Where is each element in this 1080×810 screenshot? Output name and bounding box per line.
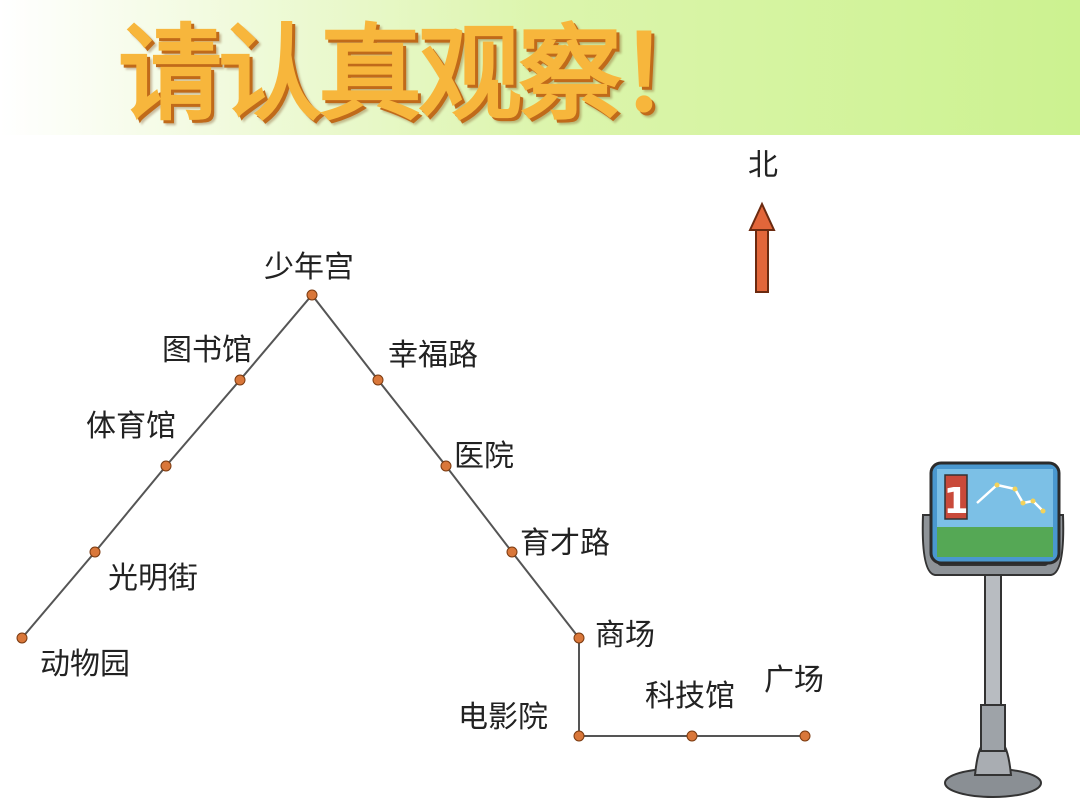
stop-dot — [234, 374, 246, 386]
route-line — [21, 293, 805, 737]
sign-route-number: 1 — [943, 481, 968, 522]
bus-stop-sign-icon: 1 — [921, 461, 1065, 798]
stop-dot — [372, 374, 384, 386]
stop-dot — [686, 730, 698, 742]
stop-label-xingfu-road: 幸福路 — [388, 338, 478, 373]
north-label: 北 — [748, 148, 778, 183]
stop-hospital[interactable]: 医院 — [440, 439, 514, 474]
stop-guangming-street[interactable]: 光明街 — [89, 546, 198, 596]
stop-dot — [573, 730, 585, 742]
stop-dot — [16, 632, 28, 644]
stop-label-mall: 商场 — [595, 618, 655, 653]
stop-dot — [160, 460, 172, 472]
stop-science-museum[interactable]: 科技馆 — [645, 679, 735, 742]
north-arrow-icon — [748, 201, 776, 293]
stop-yucai-road[interactable]: 育才路 — [506, 526, 610, 561]
title-banner — [0, 0, 1080, 135]
stop-gym[interactable]: 体育馆 — [86, 409, 176, 472]
stop-label-guangming-street: 光明街 — [108, 561, 198, 596]
stop-xingfu-road[interactable]: 幸福路 — [372, 338, 478, 386]
stop-label-science-museum: 科技馆 — [645, 679, 735, 714]
stop-dot — [506, 546, 518, 558]
stop-label-square: 广场 — [764, 663, 824, 698]
stop-label-gym: 体育馆 — [86, 409, 176, 444]
stop-square[interactable]: 广场 — [764, 663, 824, 742]
stop-label-yucai-road: 育才路 — [520, 526, 610, 561]
stop-mall[interactable]: 商场 — [573, 618, 655, 653]
stop-dot — [440, 460, 452, 472]
stop-dot — [573, 632, 585, 644]
stop-youth-palace[interactable]: 少年宫 — [264, 250, 354, 301]
stop-dot — [306, 289, 318, 301]
stop-library[interactable]: 图书馆 — [162, 333, 252, 386]
stop-cinema[interactable]: 电影院 — [458, 700, 585, 742]
stop-label-library: 图书馆 — [162, 333, 252, 368]
stop-label-hospital: 医院 — [454, 439, 514, 474]
stop-label-cinema: 电影院 — [458, 700, 548, 735]
stop-dot — [89, 546, 101, 558]
stop-dot — [799, 730, 811, 742]
slide-title: 请认真观察！ — [118, 13, 722, 135]
stop-label-zoo: 动物园 — [40, 647, 130, 682]
stop-zoo[interactable]: 动物园 — [16, 632, 130, 682]
stop-label-youth-palace: 少年宫 — [264, 250, 354, 285]
